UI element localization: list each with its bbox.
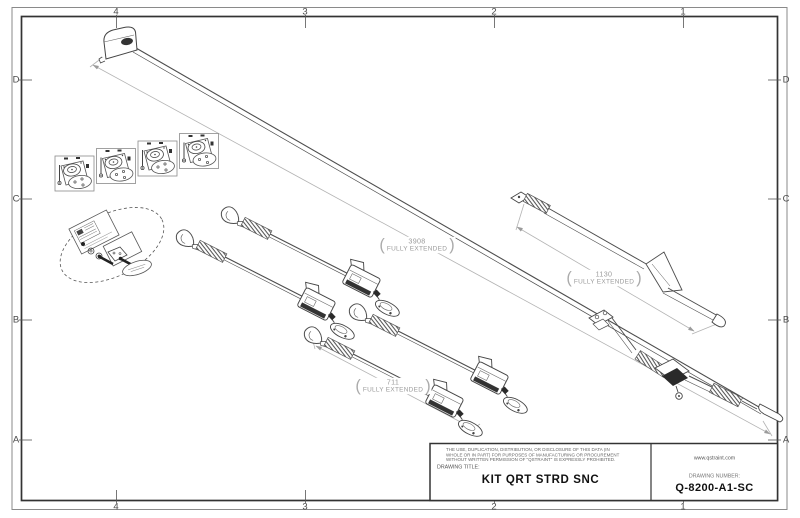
paren-close: ) [636,268,642,287]
anchor-fitting-detail [54,155,95,192]
dimension-value: 711 [386,378,400,387]
anchor-fitting-detail [96,148,136,184]
legal-notice: THE USE, DUPLICATION, DISTRIBUTION, OR D… [446,448,619,463]
retractor-housing [98,26,138,64]
dimension-label-3908: ( 3908 FULLY EXTENDED ) [378,235,456,254]
dimension-note: FULLY EXTENDED [362,385,424,394]
paren-open: ( [379,235,385,254]
zone-label-left-d: D [12,74,20,86]
belt-end-cap [758,403,784,423]
title-block-frame [429,442,779,502]
dimension-value: 3908 [408,237,426,246]
anchor-fitting-detail [137,140,178,177]
washer [81,242,85,246]
anchor-fitting-detail [179,133,219,169]
zone-label-top-3: 3 [302,6,308,18]
zone-label-bottom-1: 1 [680,501,686,513]
dimension-label-711: ( 711 FULLY EXTENDED ) [354,376,432,395]
webbing-hatch [709,382,743,408]
dimension-label-1130: ( 1130 FULLY EXTENDED ) [565,268,643,287]
paren-close: ) [449,235,455,254]
zone-label-right-a: A [782,434,790,446]
zone-label-bottom-4: 4 [113,501,119,513]
sheet-outer-border [11,7,788,510]
washer [87,247,95,255]
paren-open: ( [355,376,361,395]
rail-webbing [135,47,765,411]
drawing-number-label: DRAWING NUMBER: [688,473,741,479]
bolt [97,254,114,266]
washer [95,252,103,260]
zone-label-right-c: C [782,193,790,205]
website-url: www.qstraint.com [693,455,736,461]
paren-open: ( [566,268,572,287]
drawing-number: Q-8200-A1-SC [675,482,754,494]
legal-notice-line: WITHOUT WRITTEN PERMISSION OF "QSTRAINT"… [446,457,616,463]
zone-label-right-b: B [782,314,790,326]
zone-label-top-1: 1 [680,6,686,18]
buckle [654,358,690,400]
belt-adjuster-bracket [588,309,637,354]
legal-notice-line: THE USE, DUPLICATION, DISTRIBUTION, OR D… [446,448,610,453]
zone-label-left-b: B [12,314,20,326]
legal-notice-line: WHOLE OR IN PART) FOR PURPOSES OF MANUFA… [446,452,620,458]
zone-label-bottom-3: 3 [302,501,308,513]
zone-label-right-d: D [782,74,790,86]
zone-label-top-4: 4 [113,6,119,18]
drawing-title: KIT QRT STRD SNC [481,474,600,486]
belt-assembly-1130 [510,191,726,328]
sheet-inner-border [20,15,779,502]
drawing-title-label: DRAWING TITLE: [437,464,480,470]
rail-retractor-assembly [98,26,784,423]
webbing-fold [645,251,683,293]
zone-label-top-2: 2 [491,6,497,18]
zone-label-left-a: A [12,434,20,446]
webbing-hatch [522,192,551,214]
zone-label-bottom-2: 2 [491,501,497,513]
dimension-note: FULLY EXTENDED [573,277,635,286]
bracket-block [107,246,128,262]
kit-bag-outline [59,207,165,283]
paren-close: ) [425,376,431,395]
zone-label-left-c: C [12,193,20,205]
hardware-kit-detail [59,207,165,283]
dimension-value: 1130 [595,270,613,279]
dimension-note: FULLY EXTENDED [386,244,448,253]
id-tag [122,259,152,277]
belt-end-cap [711,313,726,328]
